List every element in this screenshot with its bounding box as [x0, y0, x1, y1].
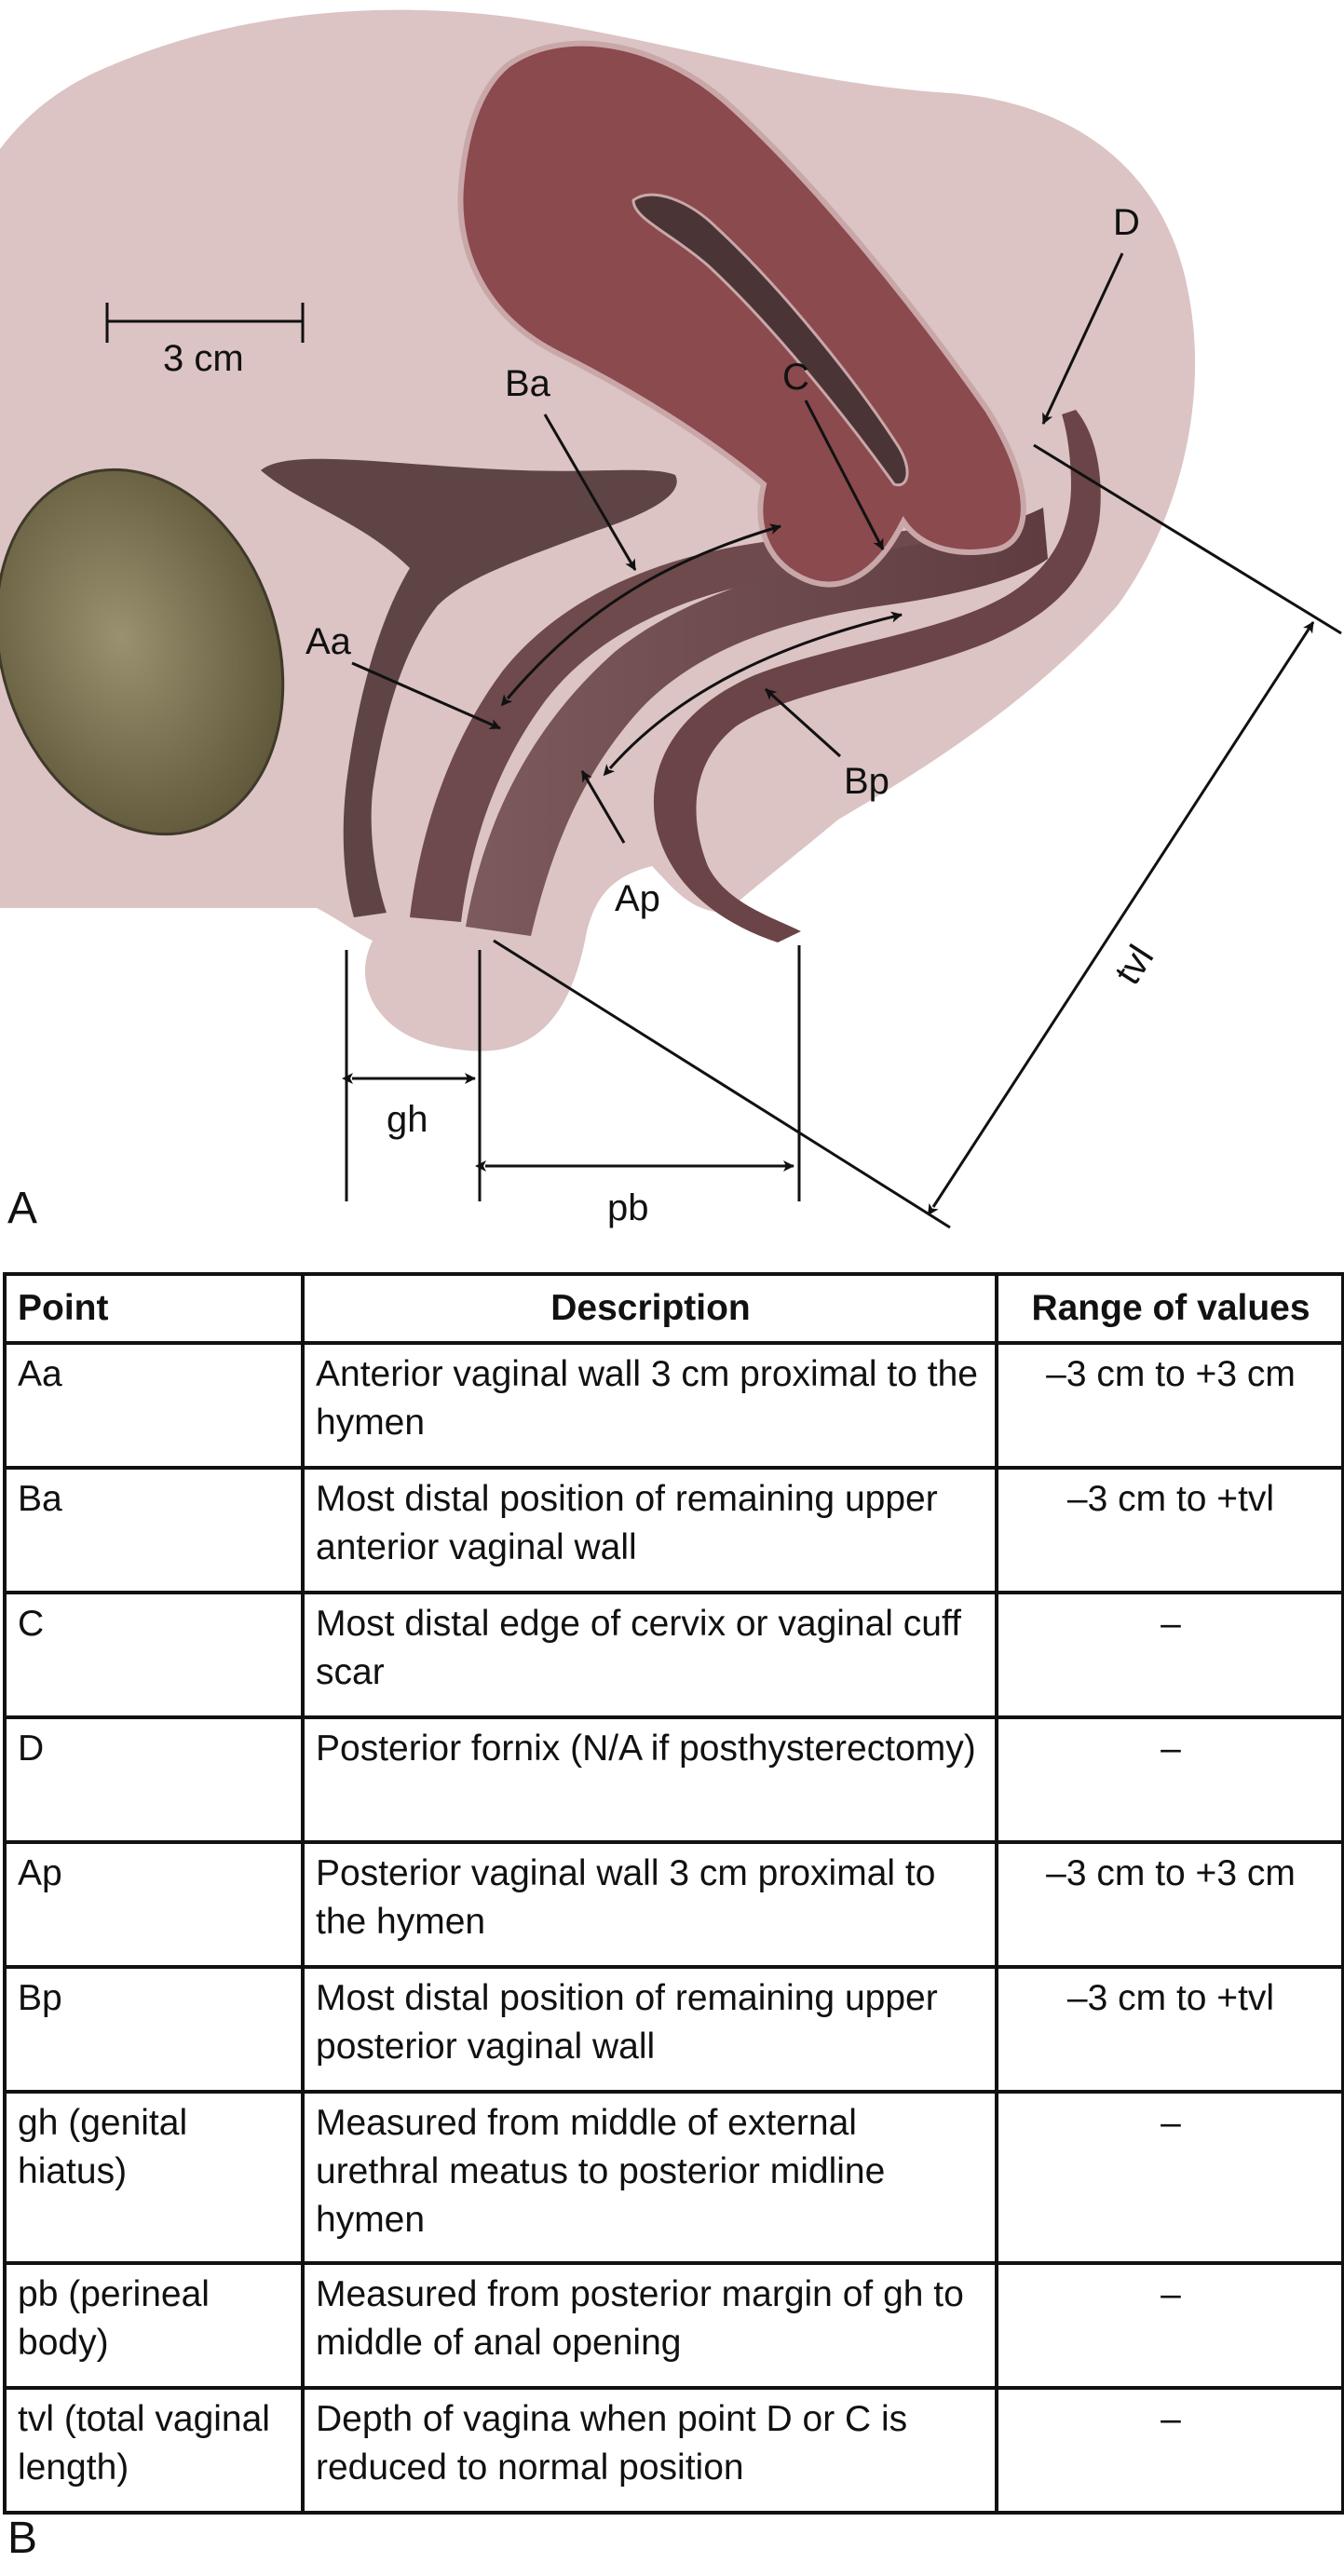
anterior-wall-arrow	[500, 523, 781, 707]
label-c: C	[782, 357, 809, 398]
cell-point: Bp	[3, 1965, 305, 2094]
cell-range: –	[995, 1715, 1344, 1844]
tvl-upper-extension	[1033, 443, 1342, 635]
tvl-dimension	[928, 621, 1315, 1216]
cell-point: Ap	[3, 1840, 305, 1969]
scale-bar-label: 3 cm	[163, 338, 244, 379]
label-bp: Bp	[844, 761, 889, 802]
cell-point: gh (genital hiatus)	[3, 2090, 305, 2265]
cell-description: Measured from middle of external urethra…	[301, 2090, 998, 2265]
table-row: gh (genital hiatus) Measured from middle…	[3, 2090, 1344, 2265]
cell-range: –3 cm to +3 cm	[995, 1840, 1344, 1969]
cell-range: –	[995, 2090, 1344, 2265]
table-row: pb (perineal body) Measured from posteri…	[3, 2261, 1344, 2390]
cell-point: tvl (total vaginal length)	[3, 2386, 305, 2515]
panel-label-a: A	[7, 1184, 38, 1233]
table-row: tvl (total vaginal length) Depth of vagi…	[3, 2386, 1344, 2515]
cell-description: Posterior fornix (N/A if posthysterectom…	[301, 1715, 998, 1844]
cell-point: Aa	[3, 1341, 305, 1470]
label-d: D	[1113, 202, 1140, 243]
table-row: C Most distal edge of cervix or vaginal …	[3, 1591, 1344, 1719]
scale-bar	[105, 303, 305, 343]
cell-description: Most distal position of remaining upper …	[301, 1965, 998, 2094]
tvl-lower-extension	[493, 939, 951, 1229]
label-pb: pb	[607, 1187, 649, 1228]
leader-c	[804, 400, 885, 550]
pop-q-points-table: Point Description Range of values Aa Ant…	[3, 1272, 1344, 2515]
leader-d	[1041, 252, 1124, 425]
cell-description: Most distal position of remaining upper …	[301, 1466, 998, 1594]
table-row: Aa Anterior vaginal wall 3 cm proximal t…	[3, 1341, 1344, 1470]
label-gh: gh	[387, 1099, 428, 1140]
table-row: Ap Posterior vaginal wall 3 cm proximal …	[3, 1840, 1344, 1969]
panel-label-b: B	[7, 2514, 38, 2563]
cell-point: D	[3, 1715, 305, 1844]
pubic-bone	[0, 468, 285, 836]
pelvic-anatomy-diagram: 3 cm Ba C D Aa Bp Ap gh pb tvl	[0, 9, 1342, 1229]
posterior-wall-arrow	[603, 611, 903, 777]
cell-description: Posterior vaginal wall 3 cm proximal to …	[301, 1840, 998, 1969]
cell-range: –	[995, 2386, 1344, 2515]
cell-range: –3 cm to +tvl	[995, 1466, 1344, 1594]
cell-description: Depth of vagina when point D or C is red…	[301, 2386, 998, 2515]
uterine-cavity	[631, 193, 909, 487]
table-row: Bp Most distal position of remaining upp…	[3, 1965, 1344, 2094]
cell-description: Anterior vaginal wall 3 cm proximal to t…	[301, 1341, 998, 1470]
header-range: Range of values	[995, 1272, 1344, 1345]
cell-point: pb (perineal body)	[3, 2261, 305, 2390]
leader-ap	[580, 770, 626, 844]
bladder-urethra	[261, 458, 677, 917]
label-aa: Aa	[305, 621, 352, 662]
header-point: Point	[3, 1272, 305, 1345]
label-tvl: tvl	[1107, 938, 1162, 992]
cell-range: –	[995, 2261, 1344, 2390]
leader-aa	[351, 661, 501, 730]
cell-range: –3 cm to +tvl	[995, 1965, 1344, 2094]
cell-point: Ba	[3, 1466, 305, 1594]
table-row: Ba Most distal position of remaining upp…	[3, 1466, 1344, 1594]
cell-point: C	[3, 1591, 305, 1719]
cell-description: Most distal edge of cervix or vaginal cu…	[301, 1591, 998, 1719]
table-header-row: Point Description Range of values	[3, 1272, 1344, 1345]
cell-range: –	[995, 1591, 1344, 1719]
cell-description: Measured from posterior margin of gh to …	[301, 2261, 998, 2390]
table-row: D Posterior fornix (N/A if posthysterect…	[3, 1715, 1344, 1844]
label-ap: Ap	[615, 878, 660, 919]
cell-range: –3 cm to +3 cm	[995, 1341, 1344, 1470]
header-description: Description	[301, 1272, 998, 1345]
label-ba: Ba	[505, 363, 551, 404]
